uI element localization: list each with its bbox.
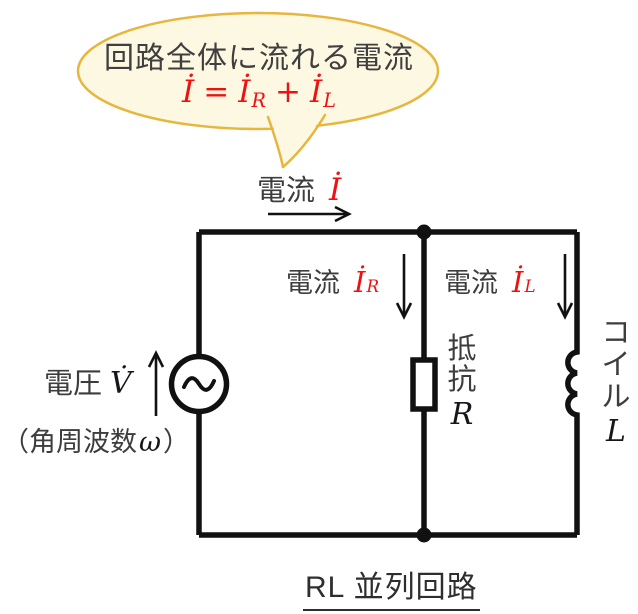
angular-frequency-suffix: ） — [163, 427, 191, 457]
resistor-symbol-letter: R — [450, 397, 474, 432]
current-r-symbol: İ — [354, 265, 366, 299]
current-arrow-right — [268, 205, 352, 223]
current-il-arrow-down — [556, 254, 574, 320]
angular-frequency-symbol: ω — [139, 427, 162, 458]
sine-wave-icon — [182, 376, 216, 392]
coil-symbol-letter: L — [606, 414, 626, 449]
coil-symbol — [565, 232, 580, 535]
current-r-subscript: R — [366, 276, 380, 296]
coil-kana-2: イ — [601, 349, 631, 381]
current-l-text: 電流 — [444, 268, 498, 298]
angular-frequency-prefix: （角周波数 — [2, 427, 137, 457]
junction-dot-bottom — [416, 527, 432, 543]
voltage-text: 電圧 — [44, 368, 103, 400]
coil-kana-1: コ — [601, 317, 631, 349]
current-ir-arrow-down — [395, 254, 413, 320]
bubble-formula: İ=İR+İL — [92, 74, 426, 112]
speech-bubble-tail-edge — [266, 115, 285, 169]
voltage-arrow-up — [147, 350, 165, 416]
diagram-caption: RL 並列回路 — [303, 562, 480, 611]
speech-bubble — [76, 11, 440, 131]
formula-i-r: İ — [238, 74, 251, 110]
formula-plus: + — [274, 74, 301, 110]
current-r-text: 電流 — [286, 268, 340, 298]
coil-label: コ イ ル L — [598, 317, 634, 448]
formula-equals: = — [203, 74, 230, 110]
voltage-label: 電圧 V̇ — [44, 360, 132, 402]
current-l-subscript: L — [524, 276, 536, 296]
angular-frequency-label: （角周波数 ω ） — [2, 420, 190, 459]
formula-i-l: İ — [309, 74, 323, 110]
coil-kana-3: ル — [601, 381, 631, 413]
current-total-symbol: İ — [329, 172, 342, 208]
current-total-label: 電流 İ — [257, 167, 341, 209]
junction-dot-top — [416, 224, 432, 240]
speech-bubble-tail — [268, 112, 324, 166]
resistor-kanji-2: 抗 — [447, 364, 477, 396]
wire — [196, 229, 577, 538]
formula-i-l-subscript: L — [323, 89, 336, 113]
resistor-symbol — [410, 357, 438, 412]
resistor-label: 抵 抗 R — [445, 333, 479, 432]
speech-bubble-tail-edge — [281, 113, 327, 169]
formula-i-r-subscript: R — [251, 89, 266, 113]
voltage-symbol: V̇ — [110, 366, 132, 401]
resistor-kanji-1: 抵 — [447, 333, 477, 365]
formula-i-total: İ — [182, 74, 195, 110]
current-total-text: 電流 — [257, 175, 316, 207]
bubble-title: 回路全体に流れる電流 — [104, 42, 414, 75]
current-l-symbol: İ — [512, 265, 524, 299]
